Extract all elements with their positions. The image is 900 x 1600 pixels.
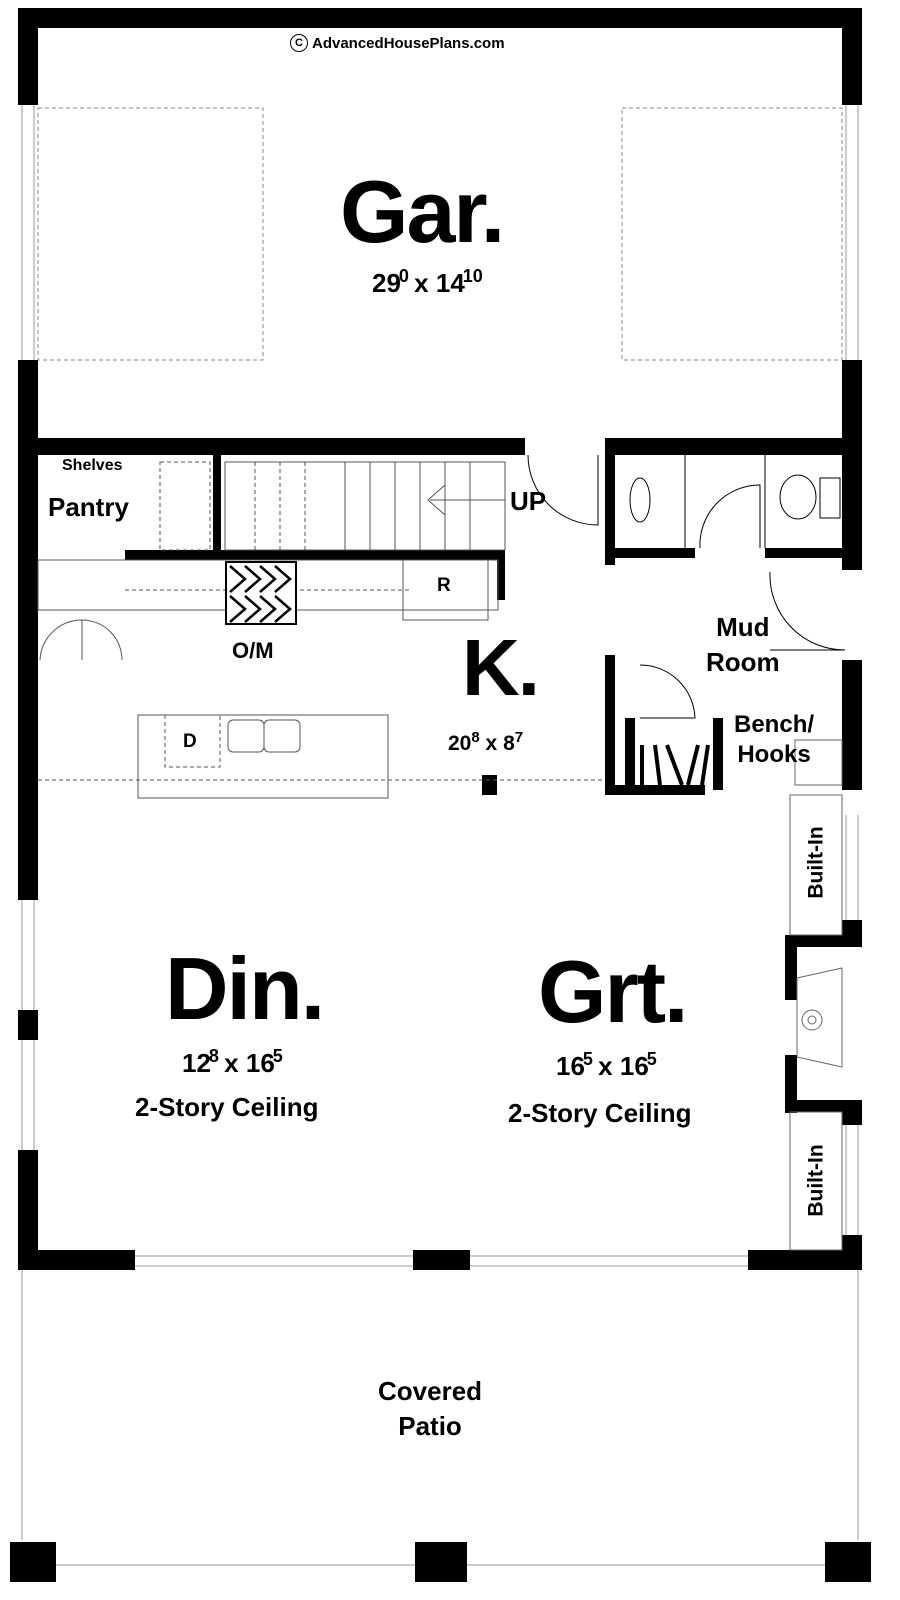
stairs-up-label: UP	[510, 486, 547, 516]
dining-dimensions: 128 x 165	[182, 1046, 283, 1078]
builtin-top-label: Built-In	[804, 826, 828, 899]
great-room-dimensions: 165 x 165	[556, 1049, 657, 1081]
closet-rod	[630, 744, 710, 786]
dining-ceiling-note: 2-Story Ceiling	[135, 1092, 319, 1122]
stairs	[159, 461, 506, 551]
great-room-ceiling-note: 2-Story Ceiling	[508, 1098, 692, 1128]
garage-bay-right	[621, 107, 843, 361]
garage-label: Gar.	[340, 162, 505, 261]
doors	[527, 454, 846, 719]
kitchen-dimensions: 208 x 87	[448, 729, 524, 755]
powder-bath-fixtures	[629, 455, 841, 548]
kitchen-label: K.	[462, 623, 540, 712]
builtin-bottom-label: Built-In	[804, 1144, 828, 1217]
pantry-label: Pantry	[48, 492, 129, 522]
builtins	[789, 739, 843, 1251]
patio-post	[10, 1542, 56, 1582]
copyright-icon: C	[290, 34, 308, 52]
bench-hooks-label: Bench/Hooks	[734, 711, 815, 768]
shelves-label: Shelves	[62, 457, 123, 474]
range-icon	[225, 561, 297, 625]
great-room-label: Grt.	[538, 942, 688, 1041]
garage-dimensions: 290 x 1410	[372, 266, 483, 298]
oven-label: O/M	[232, 638, 274, 663]
walls	[18, 8, 862, 1270]
refrigerator-label: R	[437, 575, 451, 596]
garage-bay-left	[37, 107, 264, 361]
patio-post	[415, 1542, 467, 1582]
watermark: C AdvancedHousePlans.com	[290, 34, 505, 52]
dishwasher-label: D	[183, 731, 197, 752]
patio	[10, 1270, 871, 1582]
watermark-text: AdvancedHousePlans.com	[312, 34, 505, 52]
windows	[21, 105, 859, 1267]
patio-post	[825, 1542, 871, 1582]
dining-label: Din.	[165, 939, 325, 1038]
